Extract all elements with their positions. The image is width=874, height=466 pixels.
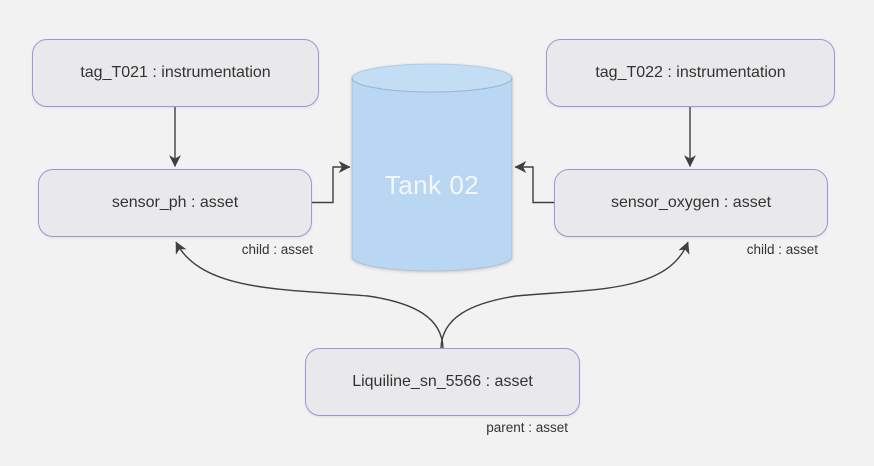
- node-liquiline-label: Liquiline_sn_5566 : asset: [352, 373, 533, 390]
- node-sensor-oxygen[interactable]: sensor_oxygen : asset: [554, 169, 828, 237]
- edge-label-child-right: child : asset: [746, 242, 818, 257]
- edge-label-child-left: child : asset: [241, 242, 313, 257]
- edge-liquiline-to-sensor-ph: [175, 241, 444, 349]
- tank-cylinder-cap: [351, 63, 513, 93]
- node-tag-t022-label: tag_T022 : instrumentation: [595, 64, 786, 81]
- node-sensor-oxygen-label: sensor_oxygen : asset: [610, 194, 772, 211]
- node-sensor-ph[interactable]: sensor_ph : asset: [38, 169, 312, 237]
- edge-label-parent: parent : asset: [486, 420, 568, 435]
- edge-sensor-ph-to-tank: [312, 161, 351, 204]
- edge-liquiline-to-sensor-oxygen: [440, 241, 690, 349]
- tank-cylinder-body: [351, 77, 513, 272]
- node-tank[interactable]: [351, 63, 513, 272]
- node-tag-t021-label: tag_T021 : instrumentation: [80, 64, 271, 81]
- node-tag-t021[interactable]: tag_T021 : instrumentation: [32, 39, 319, 107]
- tank-cylinder-rim: [351, 77, 513, 93]
- node-sensor-ph-label: sensor_ph : asset: [111, 194, 239, 211]
- node-tag-t022[interactable]: tag_T022 : instrumentation: [546, 39, 835, 107]
- node-liquiline[interactable]: Liquiline_sn_5566 : asset: [305, 348, 580, 416]
- tank-label: Tank 02: [384, 170, 480, 200]
- edge-sensor-oxygen-to-tank: [514, 161, 554, 204]
